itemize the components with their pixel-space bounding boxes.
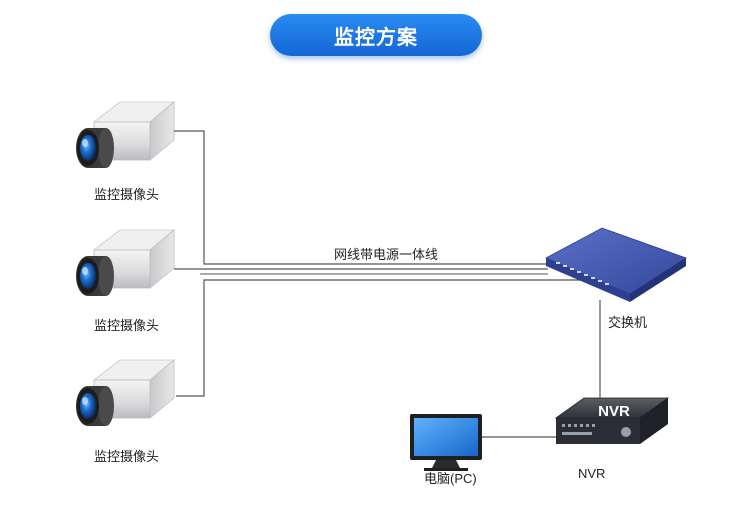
nvr-label: NVR	[578, 466, 606, 481]
nvr-badge-text: NVR	[598, 403, 630, 420]
camera-1-icon	[75, 101, 175, 169]
switch-icon	[545, 227, 687, 302]
camera-1-label: 监控摄像头	[94, 187, 160, 202]
camera-3-label: 监控摄像头	[94, 449, 160, 464]
network-cables	[174, 130, 590, 397]
camera-2-label: 监控摄像头	[94, 318, 160, 333]
pc-label: 电脑(PC)	[424, 471, 477, 486]
switch-label: 交换机	[608, 315, 648, 330]
camera-3-icon	[75, 359, 175, 427]
cable-label: 网线带电源一体线	[334, 247, 439, 262]
camera-2-icon	[75, 229, 175, 297]
page-title: 监控方案	[270, 14, 482, 56]
monitor-icon	[410, 414, 482, 471]
nvr-icon	[554, 397, 670, 444]
